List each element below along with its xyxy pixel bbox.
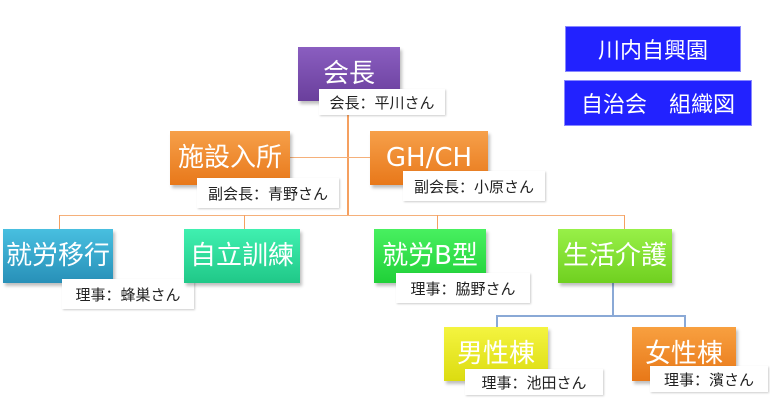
connector-units-row <box>496 315 686 317</box>
connector-chair-down <box>347 115 349 215</box>
label-facility: 副会長：青野さん <box>197 178 339 208</box>
label-female: 理事：濱さん <box>650 366 768 392</box>
connector-independence <box>244 215 245 229</box>
label-male: 理事：池田さん <box>465 369 603 395</box>
node-facility: 施設入所 <box>170 131 290 185</box>
connector-lifecare-down <box>612 282 614 316</box>
label-ghch: 副会長：小原さん <box>403 171 545 201</box>
connector-vp-row <box>290 157 370 158</box>
chart-name-title: 自治会 組織図 <box>564 80 752 126</box>
connector-transition <box>59 215 60 229</box>
connector-lifecare <box>624 215 625 229</box>
label-typeb: 理事：脇野さん <box>396 273 530 303</box>
node-lifecare: 生活介護 <box>558 229 672 283</box>
label-transition: 理事：蜂巣さん <box>62 279 194 309</box>
node-male: 男性棟 <box>444 327 548 381</box>
connector-dept-row <box>59 215 625 216</box>
node-transition: 就労移行 <box>3 229 113 283</box>
connector-female <box>684 315 686 327</box>
org-name-title: 川内自興園 <box>565 26 741 72</box>
connector-typeb <box>437 215 438 229</box>
node-independence: 自立訓練 <box>184 229 300 283</box>
label-chair: 会長：平川さん <box>319 89 445 115</box>
connector-male <box>496 315 498 327</box>
